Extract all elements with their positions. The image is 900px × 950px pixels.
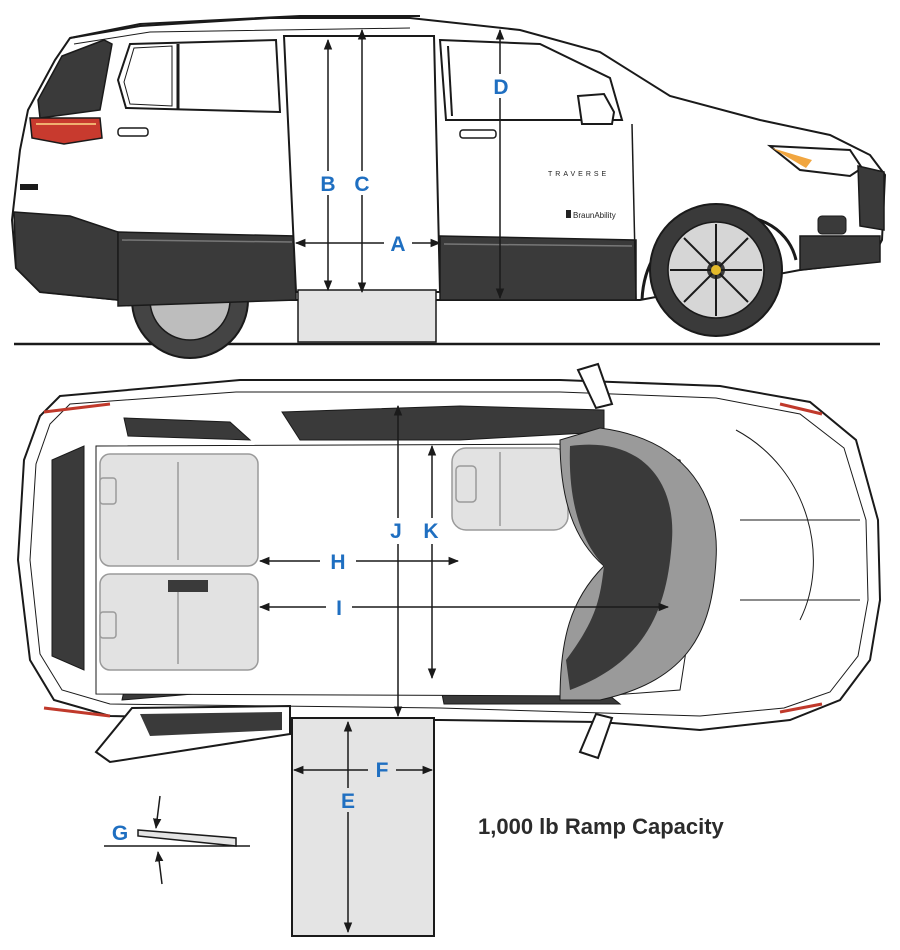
front-side-window xyxy=(438,38,624,121)
dim-label-i: I xyxy=(336,597,342,620)
dim-label-e: E xyxy=(341,790,355,813)
top-ramp xyxy=(291,717,435,937)
rear-bench-seat xyxy=(99,453,259,671)
ramp-capacity-caption: 1,000 lb Ramp Capacity xyxy=(478,814,724,839)
side-view-vehicle: TRAVERSE BraunAbility xyxy=(10,15,887,359)
rear-wheel xyxy=(131,299,249,359)
rear-side-window xyxy=(116,38,282,114)
headlight xyxy=(766,144,864,178)
front-passenger-seat xyxy=(451,447,569,531)
top-mirror-upper xyxy=(576,362,614,410)
top-dimensions xyxy=(258,404,670,934)
front-wheel xyxy=(649,203,783,337)
side-dimensions xyxy=(294,28,505,300)
model-badge: TRAVERSE xyxy=(548,171,609,178)
dim-label-j: J xyxy=(390,520,402,543)
dim-label-d: D xyxy=(493,76,508,99)
dim-label-g: G xyxy=(112,822,128,845)
top-view-vehicle xyxy=(16,362,882,937)
dim-label-h: H xyxy=(330,551,345,574)
dim-label-a: A xyxy=(390,233,405,256)
tail-light xyxy=(29,117,103,145)
dim-label-f: F xyxy=(376,759,389,782)
ramp-angle-detail xyxy=(104,795,250,885)
brand-badge: BraunAbility xyxy=(573,211,616,220)
side-mirror xyxy=(576,92,616,125)
grille xyxy=(857,165,885,231)
dim-label-k: K xyxy=(423,520,438,543)
dim-label-b: B xyxy=(320,173,335,196)
top-mirror-lower xyxy=(578,712,614,760)
dim-label-c: C xyxy=(354,173,369,196)
side-ramp xyxy=(297,289,437,343)
